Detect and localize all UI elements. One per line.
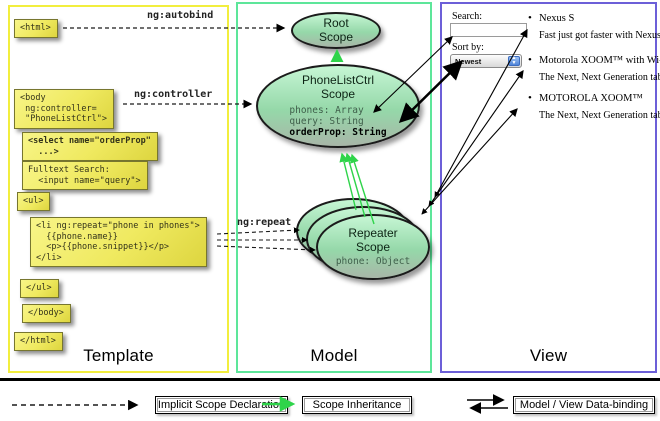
phone-item-name: MOTOROLA XOOM™ [528,92,643,104]
code-html-open: <html> [14,19,58,38]
repeater-scope-title: Repeater Scope [348,226,398,254]
label-ng-autobind: ng:autobind [147,10,214,21]
prop-query: query: String [289,116,364,127]
code-body-open: <body ng:controller= "PhoneListCtrl"> [14,89,114,129]
phone-item-name: Motorola XOOM™ with Wi-Fi [528,54,660,66]
model-panel-title: Model [310,346,358,365]
label-ng-repeat: ng:repeat [237,217,292,228]
root-scope-ellipse: Root Scope [291,12,381,49]
repeater-scope-prop: phone: Object [335,256,411,267]
code-ul-close: </ul> [20,279,59,298]
code-li-repeat: <li ng:repeat="phone in phones"> {{phone… [30,217,207,267]
legend-implicit-scope: Implicit Scope Declaration [155,396,288,414]
model-panel: Model [236,2,432,373]
view-panel-title: View [529,346,568,365]
phone-item-name: Nexus S [528,12,574,24]
select-stepper-icon: ▲▼ [508,56,520,66]
legend-divider [0,378,660,381]
code-select: <select name="orderProp" ...> [22,132,158,161]
phone-item-desc: Fast just got faster with Nexus S. [539,30,660,41]
template-panel-title: Template [83,346,154,365]
phone-item-desc: The Next, Next Generation tablet. [539,110,660,121]
phonelistctrl-scope-ellipse: PhoneListCtrl Scope phones: Array query:… [256,64,420,148]
code-fulltext-search: Fulltext Search: <input name="query"> [22,161,148,190]
legend-data-binding: Model / View Data-binding [513,396,655,414]
search-input[interactable] [450,23,527,37]
phone-item-desc: The Next, Next Generation tablet. [539,72,660,83]
legend-scope-inheritance: Scope Inheritance [302,396,412,414]
code-ul-open: <ul> [17,192,51,211]
prop-phones: phones: Array [289,105,364,116]
sort-by-label: Sort by: [452,42,484,53]
sort-select[interactable]: Newest ▲▼ [450,54,522,68]
label-ng-controller: ng:controller [134,89,213,100]
repeater-scope-ellipse: Repeater Scope phone: Object [316,214,430,280]
phonelistctrl-scope-props: phones: Array query: String orderProp: S… [289,105,386,138]
sort-select-value: Newest [455,56,482,66]
code-body-close: </body> [22,304,71,323]
prop-orderprop: orderProp: String [289,127,387,138]
search-label: Search: [452,11,482,22]
code-html-close: </html> [14,332,63,351]
root-scope-title: Root Scope [318,16,354,44]
phonelistctrl-scope-title: PhoneListCtrl Scope [301,73,375,101]
